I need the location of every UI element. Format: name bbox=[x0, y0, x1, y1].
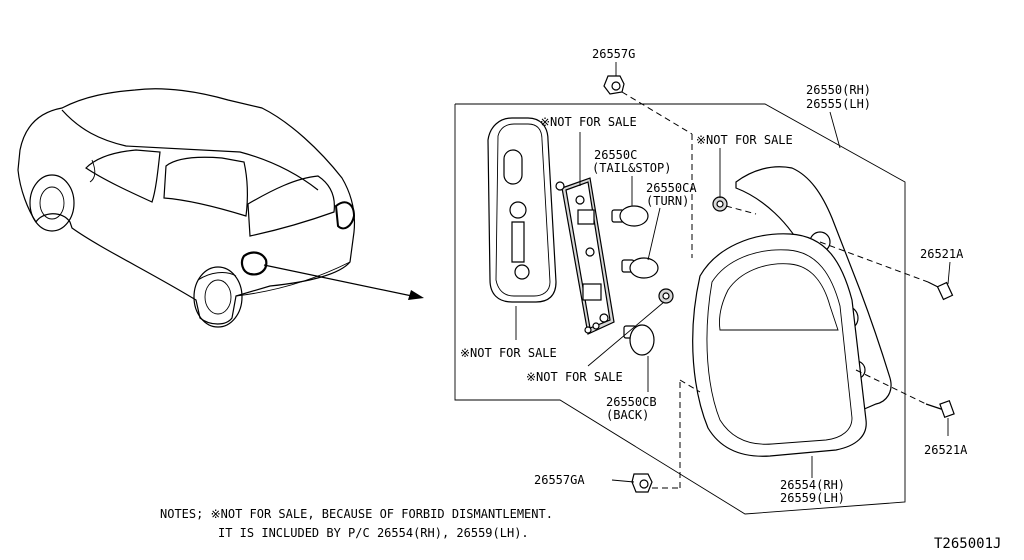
seal-nfs-mid bbox=[658, 288, 674, 304]
label-26554-rh: 26554(RH) bbox=[780, 478, 845, 492]
car-illustration bbox=[17, 88, 356, 328]
label-nfs-left: ※NOT FOR SALE bbox=[460, 346, 557, 360]
label-26550ca-desc: (TURN) bbox=[646, 194, 689, 208]
label-26521a-bottom: 26521A bbox=[924, 443, 968, 457]
lamp-housing bbox=[692, 166, 892, 457]
label-26550-rh: 26550(RH) bbox=[806, 83, 871, 97]
notes-line-2: IT IS INCLUDED BY P/C 26554(RH), 26559(L… bbox=[218, 526, 529, 540]
label-26521a-top: 26521A bbox=[920, 247, 964, 261]
bulb-tail-stop bbox=[611, 205, 649, 227]
leader-lines bbox=[515, 62, 951, 489]
label-26557ga: 26557GA bbox=[534, 473, 585, 487]
socket-plate bbox=[555, 177, 615, 335]
grommet-26557ga bbox=[631, 473, 653, 493]
grommet-26557g bbox=[603, 75, 625, 95]
label-26550cb: 26550CB bbox=[606, 395, 657, 409]
label-26555-lh: 26555(LH) bbox=[806, 97, 871, 111]
diagram-code: T265001J bbox=[934, 536, 1001, 552]
label-26550cb-desc: (BACK) bbox=[606, 408, 649, 422]
label-26550c-desc: (TAIL&STOP) bbox=[592, 161, 671, 175]
seal-nfs-right bbox=[712, 196, 728, 212]
notes: NOTES; ※NOT FOR SALE, BECAUSE OF FORBID … bbox=[160, 507, 553, 540]
screw-26521a-bottom bbox=[925, 399, 955, 419]
pointer-arrow bbox=[263, 264, 424, 300]
label-nfs-right: ※NOT FOR SALE bbox=[696, 133, 793, 147]
label-26550ca: 26550CA bbox=[646, 181, 697, 195]
notes-line-1: NOTES; ※NOT FOR SALE, BECAUSE OF FORBID … bbox=[160, 507, 553, 521]
label-26559-lh: 26559(LH) bbox=[780, 491, 845, 505]
label-26550c: 26550C bbox=[594, 148, 637, 162]
gasket-part bbox=[487, 117, 557, 303]
callout-labels: 26557G 26550(RH) 26555(LH) ※NOT FOR SALE… bbox=[460, 47, 968, 505]
bulb-turn bbox=[621, 257, 659, 279]
screw-26521a-top bbox=[927, 281, 954, 301]
bulb-back bbox=[623, 324, 655, 356]
label-nfs-top: ※NOT FOR SALE bbox=[540, 115, 637, 129]
label-nfs-mid: ※NOT FOR SALE bbox=[526, 370, 623, 384]
assembly-boundary bbox=[454, 103, 906, 515]
label-26557g: 26557G bbox=[592, 47, 635, 61]
